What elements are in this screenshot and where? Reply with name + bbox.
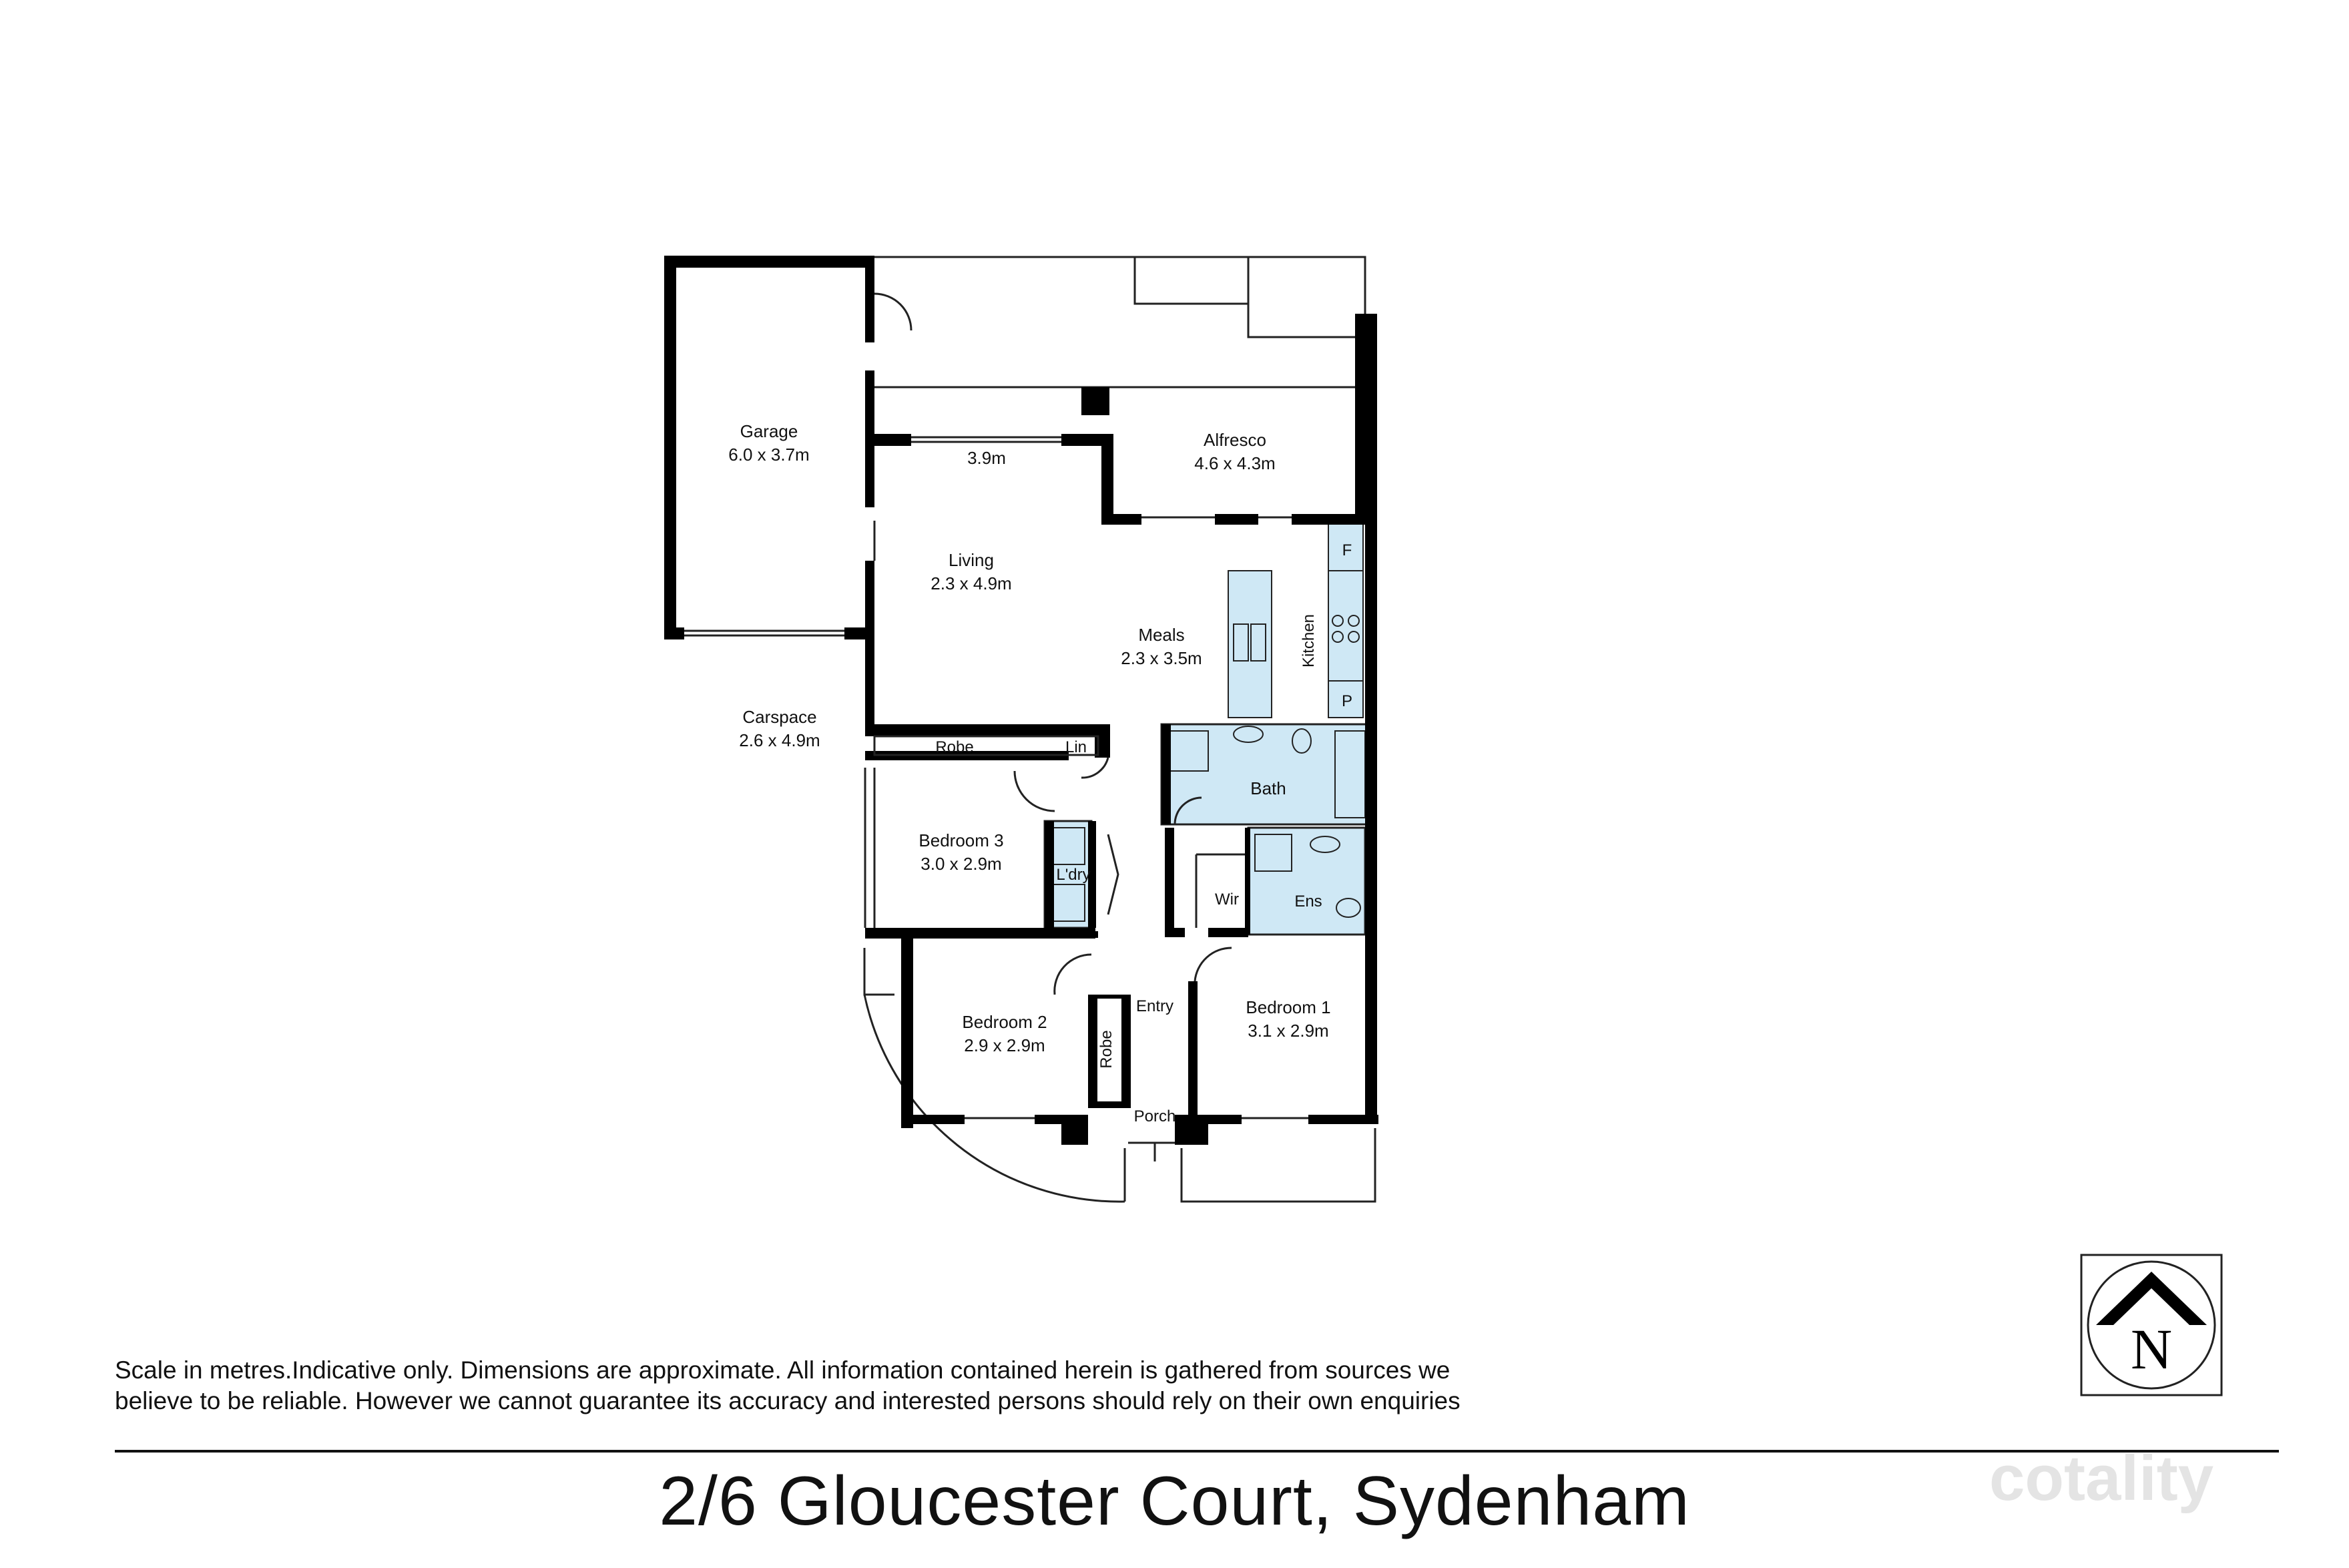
pantry-label: P <box>1342 692 1352 710</box>
wir-label: Wir <box>1215 890 1239 908</box>
laundry-label: L'dry <box>1056 866 1090 884</box>
cotality-logo: cotality <box>1989 1443 2214 1514</box>
entry-label: Entry <box>1136 997 1173 1015</box>
compass-letter: N <box>2131 1317 2172 1381</box>
disclaimer: Scale in metres.Indicative only. Dimensi… <box>115 1355 1784 1416</box>
garage-label: Garage <box>740 421 798 441</box>
walls <box>664 256 1378 1145</box>
robe2-label: Robe <box>1097 1030 1115 1068</box>
porch-label: Porch <box>1134 1107 1176 1125</box>
bedroom2-dims: 2.9 x 2.9m <box>964 1035 1045 1055</box>
bedroom2-label: Bedroom 2 <box>962 1012 1047 1032</box>
passage-dims: 3.9m <box>967 448 1006 468</box>
carspace-label: Carspace <box>742 707 816 727</box>
bath-label: Bath <box>1250 778 1286 798</box>
fridge-label: F <box>1342 541 1352 559</box>
carspace-dims: 2.6 x 4.9m <box>739 730 820 750</box>
robe3-label: Robe <box>935 738 973 756</box>
bedroom3-label: Bedroom 3 <box>919 830 1003 850</box>
ens-label: Ens <box>1294 892 1322 910</box>
north-compass-icon: N <box>2080 1254 2223 1396</box>
bedroom3-dims: 3.0 x 2.9m <box>921 854 1001 874</box>
alfresco-label: Alfresco <box>1204 430 1266 450</box>
bedroom1-label: Bedroom 1 <box>1246 997 1330 1017</box>
meals-dims: 2.3 x 3.5m <box>1121 648 1202 668</box>
lin-label: Lin <box>1065 738 1087 756</box>
meals-label: Meals <box>1138 625 1184 645</box>
outdoor-outlines <box>863 256 1376 1203</box>
bedroom1-dims: 3.1 x 2.9m <box>1248 1021 1328 1041</box>
divider <box>115 1450 2279 1453</box>
living-dims: 2.3 x 4.9m <box>931 573 1011 593</box>
interior-lines <box>684 292 1308 1119</box>
living-label: Living <box>949 550 994 570</box>
disclaimer-line-2: believe to be reliable. However we canno… <box>115 1387 1461 1414</box>
alfresco-dims: 4.6 x 4.3m <box>1194 453 1275 473</box>
kitchen-label: Kitchen <box>1300 614 1318 668</box>
garage-dims: 6.0 x 3.7m <box>728 445 809 465</box>
disclaimer-line-1: Scale in metres.Indicative only. Dimensi… <box>115 1356 1451 1384</box>
room-labels: Garage 6.0 x 3.7m Alfresco 4.6 x 4.3m 3.… <box>728 421 1352 1125</box>
property-address: 2/6 Gloucester Court, Sydenham <box>659 1463 1690 1540</box>
